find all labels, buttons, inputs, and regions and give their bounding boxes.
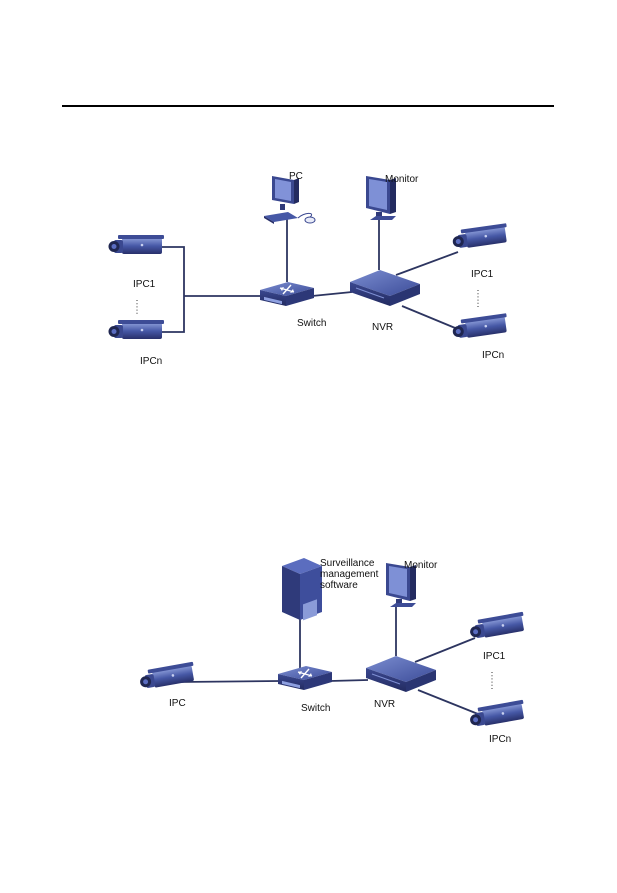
ipcn-label: IPCn [482,350,504,361]
switch-icon [277,665,333,691]
header-rule [62,105,554,107]
wire-group [179,604,479,715]
camera-icon [108,235,164,254]
software-label-line2: management [320,569,379,580]
wire-group [160,218,461,333]
wire-switch-nvr [311,291,353,297]
pc-label: PC [289,171,303,182]
nvr-label: NVR [372,322,393,333]
ipc-label: IPC [169,698,186,709]
monitor-label: Monitor [385,174,419,185]
camera-icon [451,313,509,340]
switch-label: Switch [301,703,330,714]
ipc1-label: IPC1 [471,269,494,280]
nvr-icon [349,269,421,307]
network-diagram-pc: PC Monitor IPC1 IPCn Switch NVR IPC1 IPC… [108,171,509,367]
ipcn-label: IPCn [489,734,511,745]
wire-left-ipcs [160,246,185,333]
camera-icon [468,699,527,729]
camera-icon [468,611,527,641]
software-label-line1: Surveillance [320,558,375,569]
camera-icon [451,223,509,250]
wire-ipc-switch [179,680,281,683]
ipcn-label: IPCn [140,356,162,367]
switch-icon [259,281,315,307]
wire-switch-nvr [329,679,369,682]
wire-nvr-ipc1 [414,637,476,663]
nvr-icon [365,655,437,693]
network-diagram-software: Surveillance management software Monitor… [138,558,527,745]
wire-nvr-ipc1 [395,251,459,276]
ipc1-label: IPC1 [133,279,156,290]
pc-icon [263,175,316,225]
software-label-line3: software [320,580,358,591]
camera-icon [138,661,197,691]
monitor-label: Monitor [404,560,438,571]
server-icon [282,558,322,621]
switch-label: Switch [297,318,326,329]
wire-nvr-ipcn [417,689,479,715]
camera-icon [108,320,164,339]
wire-nvr-ipcn [401,305,461,331]
ipc1-label: IPC1 [483,651,506,662]
nvr-label: NVR [374,699,395,710]
